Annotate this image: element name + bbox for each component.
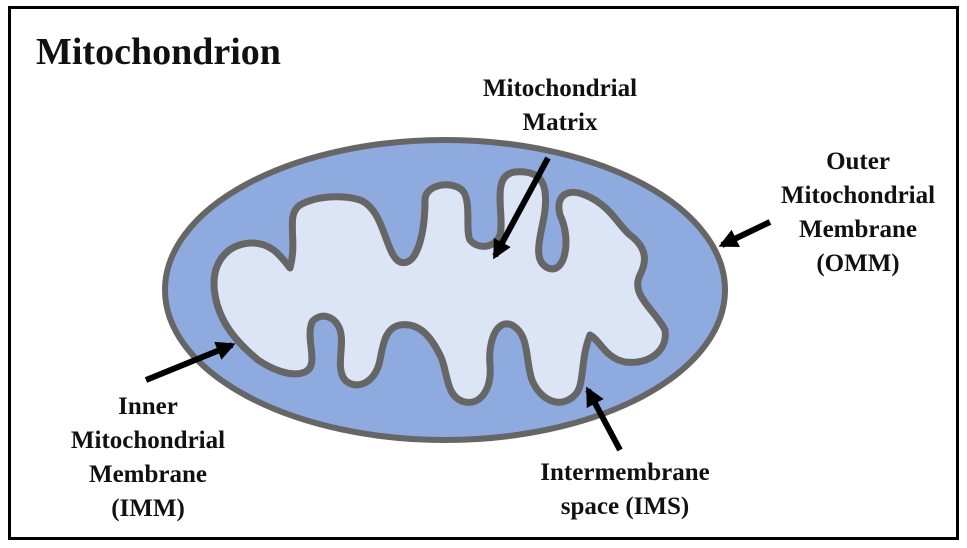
label-line: Matrix (455, 106, 665, 140)
label-line: Outer (758, 145, 958, 179)
label-line: Mitochondrial (48, 424, 248, 458)
label-line: Intermembrane (515, 456, 735, 490)
label-intermembrane-space: Intermembrane space (IMS) (515, 456, 735, 524)
label-line: Membrane (758, 213, 958, 247)
label-line: Mitochondrial (758, 179, 958, 213)
label-line: Inner (48, 390, 248, 424)
label-line: (IMM) (48, 492, 248, 526)
label-line: space (IMS) (515, 490, 735, 524)
label-line: Membrane (48, 458, 248, 492)
label-mitochondrial-matrix: Mitochondrial Matrix (455, 72, 665, 140)
label-outer-membrane: Outer Mitochondrial Membrane (OMM) (758, 145, 958, 281)
label-line: (OMM) (758, 247, 958, 281)
diagram-title: Mitochondrion (36, 30, 281, 74)
label-line: Mitochondrial (455, 72, 665, 106)
label-inner-membrane: Inner Mitochondrial Membrane (IMM) (48, 390, 248, 526)
